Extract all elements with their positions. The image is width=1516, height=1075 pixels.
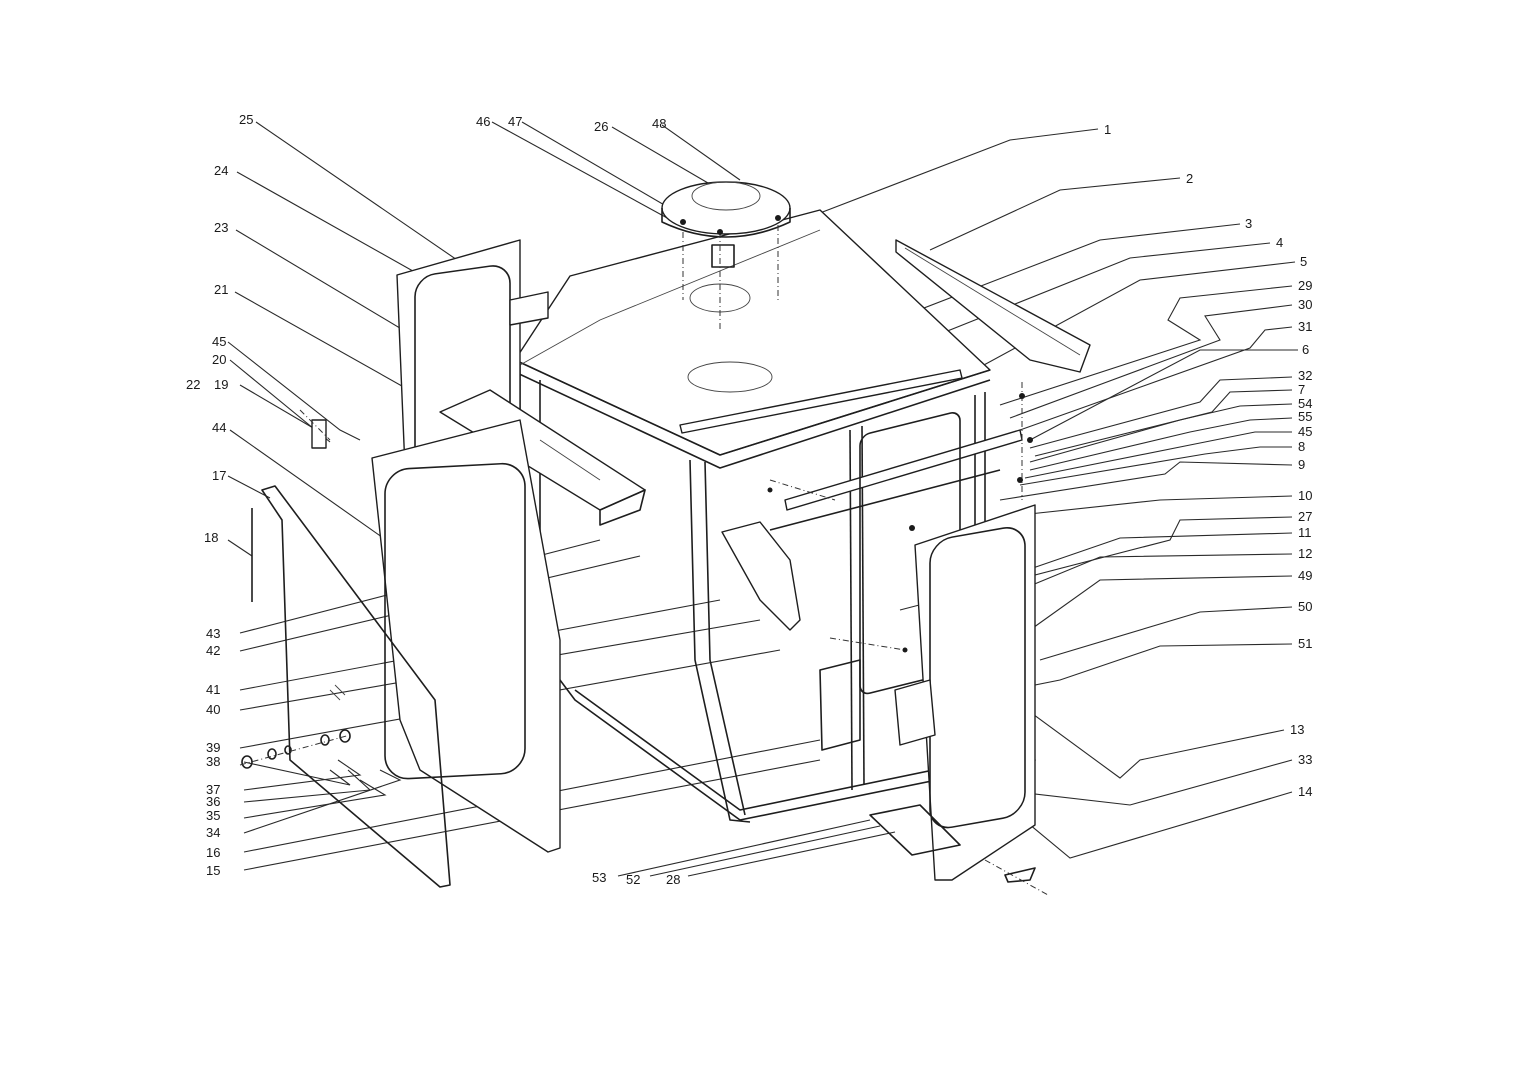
callout-32: 32 bbox=[1298, 368, 1312, 383]
callout-46: 46 bbox=[476, 114, 490, 129]
callout-50: 50 bbox=[1298, 599, 1312, 614]
callout-12: 12 bbox=[1298, 546, 1312, 561]
callout-27: 27 bbox=[1298, 509, 1312, 524]
callout-6: 6 bbox=[1302, 342, 1309, 357]
callout-43: 43 bbox=[206, 626, 220, 641]
callout-47: 47 bbox=[508, 114, 522, 129]
callout-29: 29 bbox=[1298, 278, 1312, 293]
callout-8: 8 bbox=[1298, 439, 1305, 454]
callout-37: 37 bbox=[206, 782, 220, 797]
callout-24: 24 bbox=[214, 163, 228, 178]
callout-53: 53 bbox=[592, 870, 606, 885]
callout-13: 13 bbox=[1290, 722, 1304, 737]
callout-2: 2 bbox=[1186, 171, 1193, 186]
callout-15: 15 bbox=[206, 863, 220, 878]
washer-stack bbox=[239, 729, 351, 769]
callout-5: 5 bbox=[1300, 254, 1307, 269]
callout-30: 30 bbox=[1298, 297, 1312, 312]
callout-45-left: 45 bbox=[212, 334, 226, 349]
callout-36: 36 bbox=[206, 794, 220, 809]
callout-14: 14 bbox=[1298, 784, 1312, 799]
callout-1: 1 bbox=[1104, 122, 1111, 137]
callout-34: 34 bbox=[206, 825, 220, 840]
callout-28: 28 bbox=[666, 872, 680, 887]
callout-48: 48 bbox=[652, 116, 666, 131]
callout-26: 26 bbox=[594, 119, 608, 134]
callout-45-right: 45 bbox=[1298, 424, 1312, 439]
callout-21: 21 bbox=[214, 282, 228, 297]
callout-16: 16 bbox=[206, 845, 220, 860]
callout-38: 38 bbox=[206, 754, 220, 769]
callout-labels: 1 2 3 4 5 29 30 31 6 32 7 54 55 45 8 9 1… bbox=[186, 112, 1312, 887]
callout-17: 17 bbox=[212, 468, 226, 483]
door-glass bbox=[261, 485, 451, 888]
callout-18: 18 bbox=[204, 530, 218, 545]
callout-39: 39 bbox=[206, 740, 220, 755]
wiper-tray bbox=[439, 389, 646, 526]
callout-42: 42 bbox=[206, 643, 220, 658]
callout-7: 7 bbox=[1298, 382, 1305, 397]
callout-35: 35 bbox=[206, 808, 220, 823]
callout-49: 49 bbox=[1298, 568, 1312, 583]
rain-gutter bbox=[895, 239, 1091, 373]
callout-22: 22 bbox=[186, 377, 200, 392]
hinge-left bbox=[299, 409, 331, 449]
callout-41: 41 bbox=[206, 682, 220, 697]
callout-20: 20 bbox=[212, 352, 226, 367]
callout-31: 31 bbox=[1298, 319, 1312, 334]
callout-4: 4 bbox=[1276, 235, 1283, 250]
callout-9: 9 bbox=[1298, 457, 1305, 472]
callout-54: 54 bbox=[1298, 396, 1312, 411]
callout-55: 55 bbox=[1298, 409, 1312, 424]
roof-vent bbox=[661, 181, 791, 330]
cab-frame bbox=[514, 209, 1036, 823]
callout-40: 40 bbox=[206, 702, 220, 717]
left-door bbox=[371, 419, 561, 853]
callout-44: 44 bbox=[212, 420, 226, 435]
callout-11: 11 bbox=[1298, 525, 1312, 540]
callout-25: 25 bbox=[239, 112, 253, 127]
bracket-parts bbox=[721, 382, 1049, 896]
callout-23: 23 bbox=[214, 220, 228, 235]
right-door bbox=[894, 504, 1036, 881]
callout-33: 33 bbox=[1298, 752, 1312, 767]
callout-51: 51 bbox=[1298, 636, 1312, 651]
callout-52: 52 bbox=[626, 872, 640, 887]
callout-10: 10 bbox=[1298, 488, 1312, 503]
callout-19: 19 bbox=[214, 377, 228, 392]
callout-3: 3 bbox=[1245, 216, 1252, 231]
